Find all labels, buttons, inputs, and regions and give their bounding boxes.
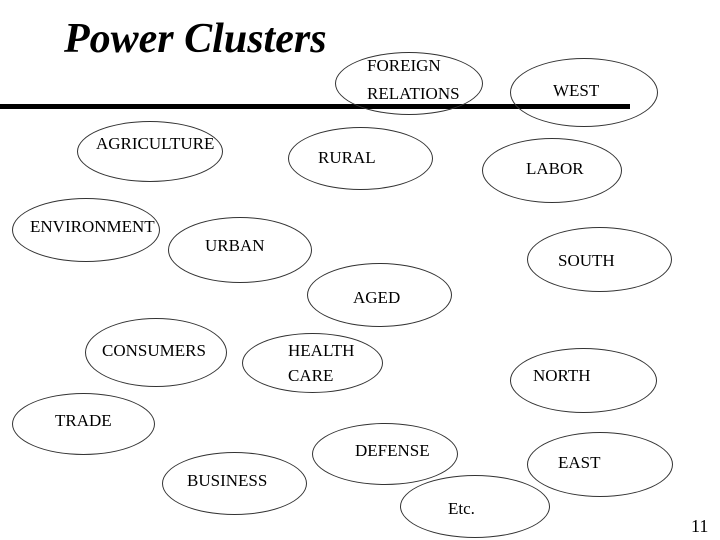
cluster-ellipse-foreign-relations: [335, 52, 483, 115]
cluster-ellipse-aged: [307, 263, 452, 327]
cluster-ellipse-labor: [482, 138, 622, 203]
cluster-label-south: SOUTH: [558, 251, 615, 270]
cluster-label-north: NORTH: [533, 366, 591, 385]
cluster-label-business: BUSINESS: [187, 471, 268, 490]
cluster-label-west: WEST: [553, 81, 600, 100]
cluster-ellipse-health-care: [242, 333, 383, 393]
cluster-ellipse-environment: [12, 198, 160, 262]
cluster-label-agriculture: AGRICULTURE: [96, 134, 215, 153]
cluster-ellipse-north: [510, 348, 657, 413]
cluster-ellipse-east: [527, 432, 673, 497]
cluster-label-rural: RURAL: [318, 148, 376, 167]
cluster-ellipse-etc: [400, 475, 550, 538]
cluster-label-environment: ENVIRONMENT: [30, 217, 155, 236]
cluster-label-urban: URBAN: [205, 236, 265, 255]
cluster-label-etc: Etc.: [448, 499, 475, 518]
cluster-label-defense: DEFENSE: [355, 441, 430, 460]
slide-title: Power Clusters: [64, 16, 327, 62]
cluster-label-east: EAST: [558, 453, 601, 472]
cluster-ellipse-urban: [168, 217, 312, 283]
cluster-ellipse-south: [527, 227, 672, 292]
page-number: 11: [691, 516, 709, 536]
cluster-label-trade: TRADE: [55, 411, 112, 430]
cluster-label-labor: LABOR: [526, 159, 584, 178]
cluster-ellipse-consumers: [85, 318, 227, 387]
cluster-label-consumers: CONSUMERS: [102, 341, 206, 360]
cluster-label-foreign-relations-line1: FOREIGN: [367, 56, 441, 75]
cluster-label-health-care-line2: CARE: [288, 366, 334, 385]
cluster-ellipse-agriculture: [77, 121, 223, 182]
cluster-ellipse-rural: [288, 127, 433, 190]
title-divider-line: [0, 104, 630, 109]
cluster-ellipse-defense: [312, 423, 458, 485]
cluster-label-aged: AGED: [353, 288, 401, 307]
cluster-ellipse-west: [510, 58, 658, 127]
cluster-label-health-care-line1: HEALTH: [288, 341, 355, 360]
cluster-ellipse-business: [162, 452, 307, 515]
cluster-label-foreign-relations-line2: RELATIONS: [367, 84, 460, 103]
cluster-ellipse-trade: [12, 393, 155, 455]
